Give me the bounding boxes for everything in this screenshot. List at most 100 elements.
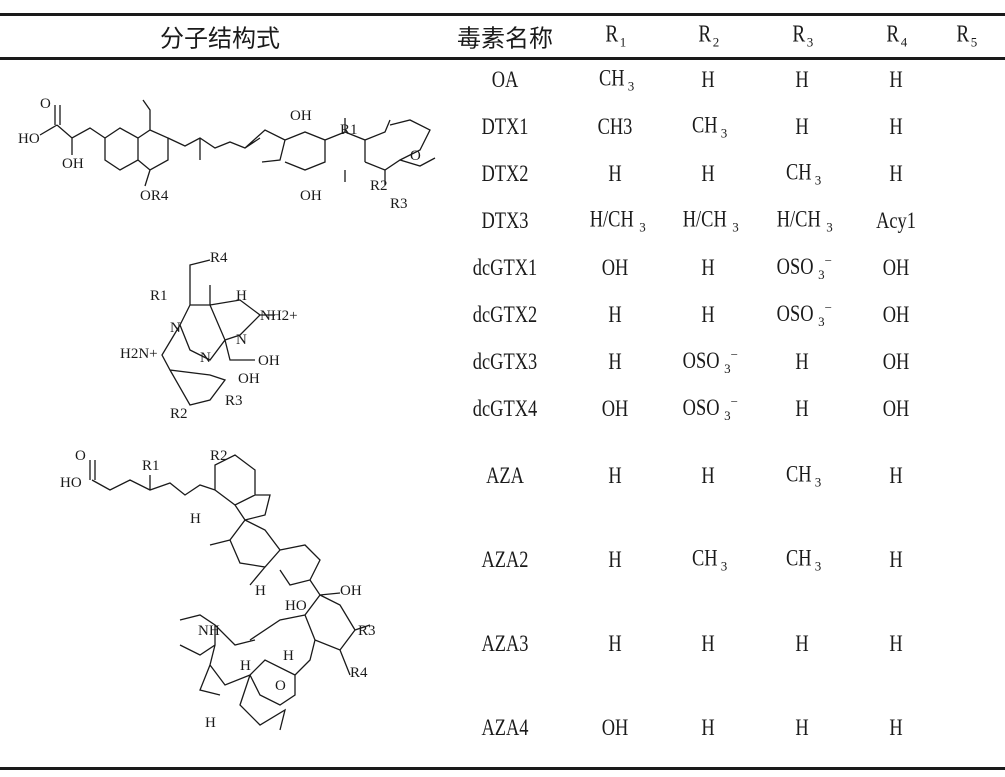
label: O xyxy=(40,96,51,112)
toxin-name-text: dcGTX1 xyxy=(472,255,538,280)
cell-text: H xyxy=(889,631,903,656)
cell-text: H xyxy=(608,302,622,327)
r1-value: H xyxy=(607,161,624,187)
toxin-name-text: dcGTX3 xyxy=(472,349,538,374)
label: O xyxy=(75,448,86,464)
subscript: 3 xyxy=(639,219,646,235)
r1-value: OH xyxy=(598,255,631,281)
label: R3 xyxy=(390,196,408,210)
header-rule xyxy=(0,57,1005,60)
label: R2 xyxy=(370,178,388,194)
r2-value: H xyxy=(700,463,717,489)
dcgtx-structure: R4 R1 N H NH2+ N H2N+ N OH OH R2 R3 xyxy=(120,250,298,422)
cell-text: Acy1 xyxy=(876,208,916,233)
cell-text: OH xyxy=(882,302,910,327)
r1-value: H xyxy=(607,547,624,573)
cell-text: H xyxy=(701,161,715,186)
toxin-name-text: OA xyxy=(491,67,519,92)
label: HO xyxy=(18,131,40,147)
cell-text: OH xyxy=(601,255,629,280)
r4-value: H xyxy=(888,631,905,657)
r4-value: H xyxy=(888,715,905,741)
r2-value: H xyxy=(700,255,717,281)
label: NH xyxy=(198,623,220,639)
cell-text: OH xyxy=(882,255,910,280)
cell-text: H xyxy=(889,67,903,92)
toxin-name-text: DTX3 xyxy=(481,208,529,233)
cell-text: R xyxy=(886,21,900,48)
toxin-name-text: dcGTX2 xyxy=(472,302,538,327)
azaspiracid-structure: O HO R1 R2 H H OH HO R3 R4 NH H H H O xyxy=(60,448,376,731)
toxin-name-text: DTX1 xyxy=(481,114,529,139)
cell-text: H xyxy=(795,396,809,421)
superscript: − xyxy=(824,253,832,268)
cell-text: H xyxy=(795,715,809,740)
cell-text: H xyxy=(608,463,622,488)
subscript: 3 xyxy=(732,219,739,235)
toxin-name-text: dcGTX4 xyxy=(472,396,538,421)
cell-text: H xyxy=(889,114,903,139)
r3-value: H xyxy=(794,67,811,93)
subscript: 4 xyxy=(900,34,908,50)
r2-value: H xyxy=(700,67,717,93)
cell-text: H xyxy=(608,349,622,374)
label: HO xyxy=(60,475,82,491)
label: R1 xyxy=(142,458,160,474)
r3-value: H xyxy=(794,715,811,741)
cell-text: CH xyxy=(785,461,812,487)
r4-value: OH xyxy=(879,302,912,328)
label: HO xyxy=(285,598,307,614)
label: N xyxy=(170,320,181,336)
cell-text: H xyxy=(889,161,903,186)
label: H xyxy=(255,583,266,599)
subscript: 2 xyxy=(712,34,720,50)
label: H xyxy=(283,648,294,664)
toxin-name: DTX1 xyxy=(476,114,535,140)
r1-value: OH xyxy=(598,715,631,741)
label: R2 xyxy=(210,448,228,464)
toxin-name: dcGTX2 xyxy=(465,302,545,328)
r1-value: H xyxy=(607,302,624,328)
r2-value: H xyxy=(700,631,717,657)
toxin-name-text: AZA xyxy=(486,463,524,488)
toxin-name: dcGTX4 xyxy=(465,396,545,422)
label: R3 xyxy=(358,623,376,639)
toxin-name: AZA4 xyxy=(476,715,535,741)
okadaic-acid-structure: O HO OH OR4 OH OH R1 R2 R3 O xyxy=(18,96,436,210)
toxin-name: dcGTX1 xyxy=(465,255,545,281)
cell-text: OSO xyxy=(682,395,720,420)
superscript: − xyxy=(824,300,832,315)
toxin-name-text: AZA3 xyxy=(481,631,529,656)
cell-text: H xyxy=(889,547,903,572)
r1-value: CH3 xyxy=(593,114,636,140)
toxin-name: dcGTX3 xyxy=(465,349,545,375)
r1-value: OH xyxy=(598,396,631,422)
top-rule xyxy=(0,13,1005,16)
subscript: 3 xyxy=(818,314,825,329)
cell-text: H xyxy=(795,67,809,92)
label: R4 xyxy=(350,665,368,681)
label: OR4 xyxy=(140,188,169,204)
label: H2N+ xyxy=(120,346,158,362)
toxin-name-text: AZA4 xyxy=(481,715,529,740)
r2-value: H xyxy=(700,715,717,741)
cell-text: OH xyxy=(601,715,629,740)
cell-text: H xyxy=(701,631,715,656)
cell-text: CH xyxy=(785,159,812,185)
label: H xyxy=(190,511,201,527)
cell-text: H xyxy=(701,302,715,327)
label: H xyxy=(240,658,251,674)
cell-text: H xyxy=(701,715,715,740)
toxin-name: OA xyxy=(488,67,521,93)
label: NH2+ xyxy=(260,308,298,324)
toxin-name-text: AZA2 xyxy=(481,547,529,572)
